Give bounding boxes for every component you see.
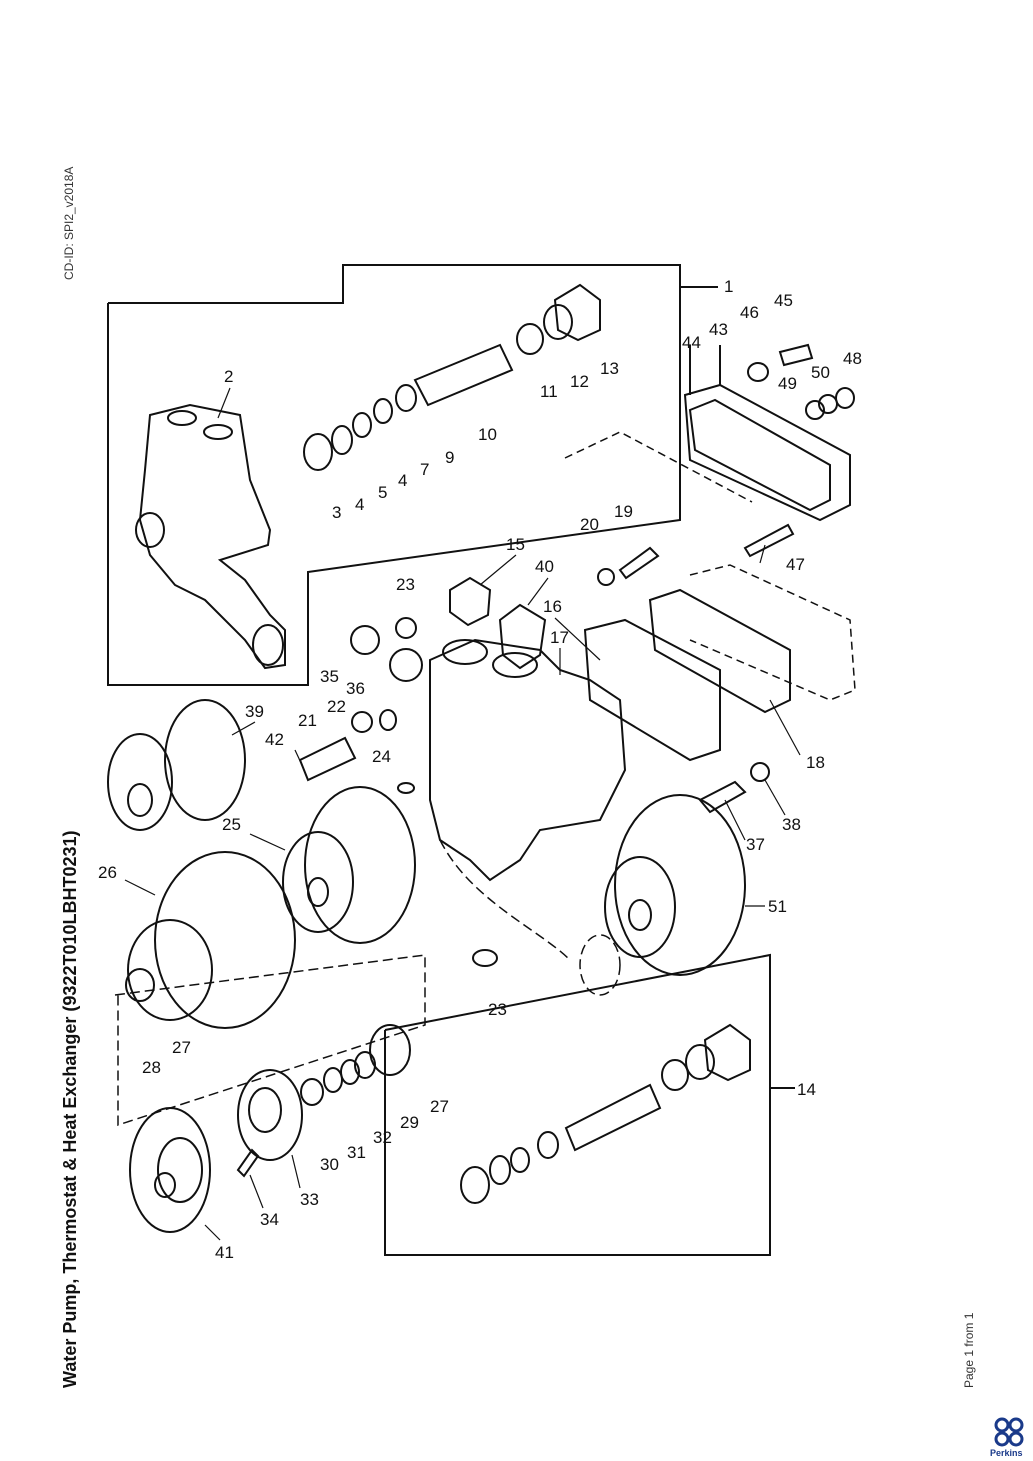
callout: 19 bbox=[614, 502, 633, 521]
callout: 28 bbox=[142, 1058, 161, 1077]
hub-33 bbox=[237, 1069, 303, 1161]
callout: 30 bbox=[320, 1155, 339, 1174]
callout: 29 bbox=[400, 1113, 419, 1132]
callout: 18 bbox=[806, 753, 825, 772]
callout: 4 bbox=[398, 471, 407, 490]
pulley-26 bbox=[125, 851, 296, 1029]
callout: 4 bbox=[355, 495, 364, 514]
heat-exchanger-cover bbox=[683, 383, 851, 522]
callout: 14 bbox=[797, 1080, 816, 1099]
callout: 38 bbox=[782, 815, 801, 834]
callout: 21 bbox=[298, 711, 317, 730]
callout: 27 bbox=[430, 1097, 449, 1116]
pulley-41 bbox=[129, 1107, 211, 1233]
callout: 39 bbox=[245, 702, 264, 721]
callout: 15 bbox=[506, 535, 525, 554]
callout: 49 bbox=[778, 374, 797, 393]
callout: 33 bbox=[300, 1190, 319, 1209]
callout: 27 bbox=[172, 1038, 191, 1057]
callout: 1 bbox=[724, 277, 733, 296]
callout: 45 bbox=[774, 291, 793, 310]
callout: 26 bbox=[98, 863, 117, 882]
callout: 10 bbox=[478, 425, 497, 444]
callout: 25 bbox=[222, 815, 241, 834]
callout: 22 bbox=[327, 697, 346, 716]
kit-boundary-14 bbox=[384, 953, 771, 1256]
shaft-assembly-lower bbox=[460, 1023, 751, 1204]
callout: 35 bbox=[320, 667, 339, 686]
shaft-assembly-upper bbox=[303, 283, 601, 471]
pulley-25 bbox=[282, 786, 416, 944]
callout: 48 bbox=[843, 349, 862, 368]
callout: 44 bbox=[682, 333, 701, 352]
callout: 17 bbox=[550, 628, 569, 647]
callout: 13 bbox=[600, 359, 619, 378]
brand-name: Perkins bbox=[990, 1448, 1023, 1458]
callout: 5 bbox=[378, 483, 387, 502]
callout: 16 bbox=[543, 597, 562, 616]
gasket bbox=[648, 588, 791, 714]
callout: 23 bbox=[488, 1000, 507, 1019]
callout: 47 bbox=[786, 555, 805, 574]
callout: 42 bbox=[265, 730, 284, 749]
callout: 20 bbox=[580, 515, 599, 534]
callout: 41 bbox=[215, 1243, 234, 1262]
thermostat-40 bbox=[498, 603, 547, 670]
kit-boundary-1 bbox=[107, 264, 681, 686]
callout: 23 bbox=[396, 575, 415, 594]
callout: 37 bbox=[746, 835, 765, 854]
callout: 11 bbox=[540, 382, 558, 401]
callout: 40 bbox=[535, 557, 554, 576]
thermostat-15 bbox=[449, 576, 492, 627]
callout: 9 bbox=[445, 448, 454, 467]
callout: 3 bbox=[332, 503, 341, 522]
callout: 31 bbox=[347, 1143, 366, 1162]
callout: 2 bbox=[224, 367, 233, 386]
thermostat-housing bbox=[429, 638, 627, 882]
callout: 43 bbox=[709, 320, 728, 339]
callout: 50 bbox=[811, 363, 830, 382]
callout: 34 bbox=[260, 1210, 279, 1229]
callout: 36 bbox=[346, 679, 365, 698]
callout: 7 bbox=[420, 460, 429, 479]
callout: 46 bbox=[740, 303, 759, 322]
callout: 12 bbox=[570, 372, 589, 391]
water-pump-housing bbox=[138, 403, 286, 670]
perkins-logo-icon bbox=[994, 1417, 1024, 1447]
pulley-39 bbox=[107, 699, 246, 831]
pulley-51 bbox=[604, 794, 746, 976]
callout: 24 bbox=[372, 747, 391, 766]
callout: 32 bbox=[373, 1128, 392, 1147]
callout: 51 bbox=[768, 897, 787, 916]
